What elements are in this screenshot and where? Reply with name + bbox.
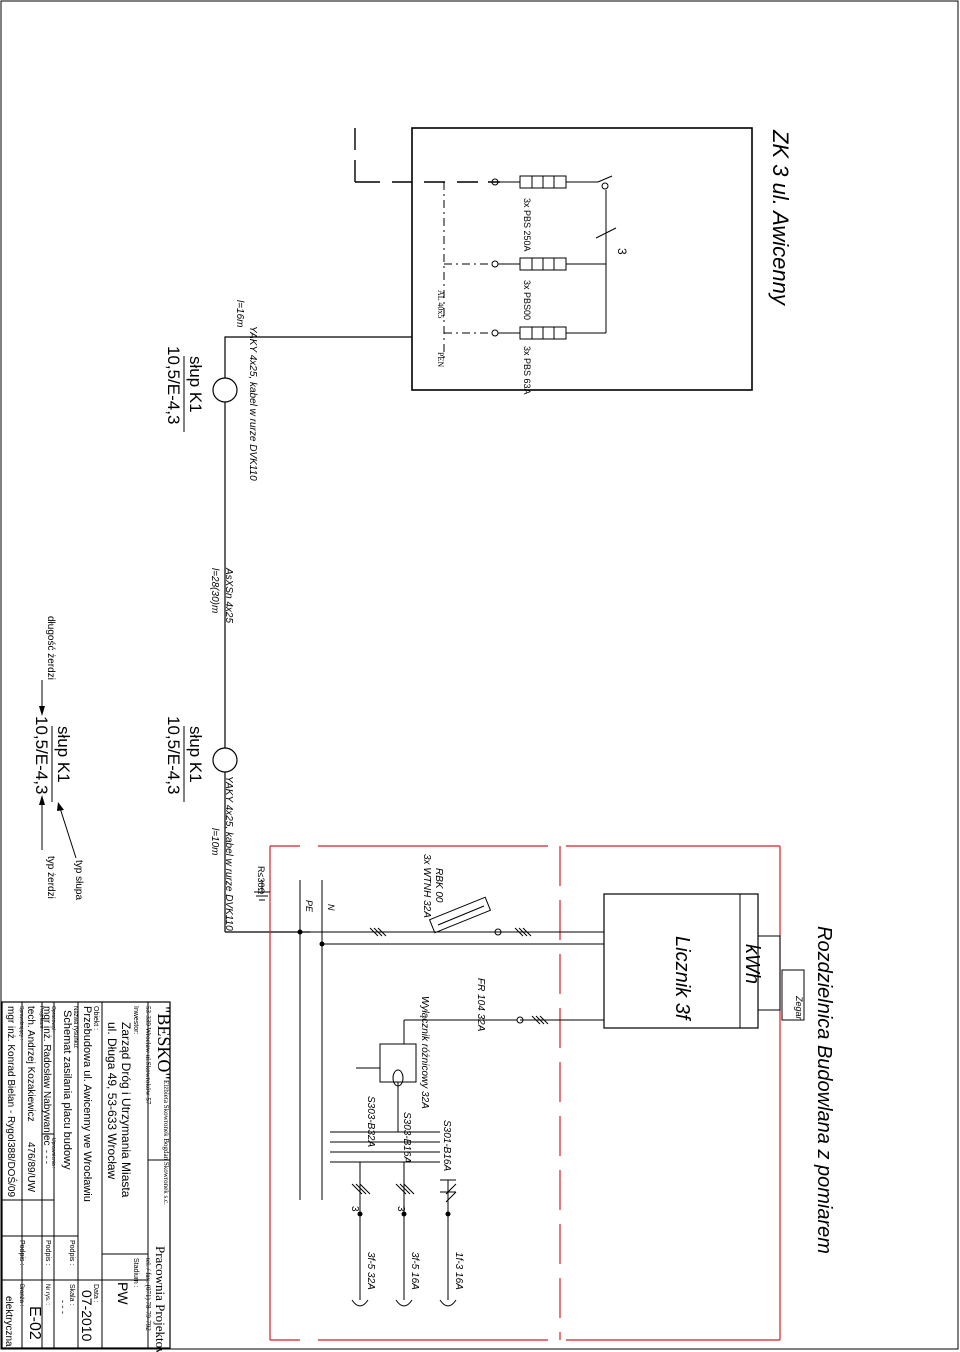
zk3-incoming-dashed [354, 128, 500, 183]
zk3-title: ZK 3 ul. Awicenny [768, 129, 793, 307]
tb-sign-label-2: Podpis : [44, 1240, 51, 1265]
tb-investor-2: ul. Długa 49, 53-633 Wrocław [105, 1022, 119, 1180]
tb-object-label: Obiekt : [92, 1006, 99, 1030]
tb-designer: mgr inż. Radosław Nabywaniec [41, 1006, 52, 1146]
cable-bot-length: l=10m [209, 828, 220, 856]
meter-box [603, 893, 759, 1029]
tb-investor-1: Zarząd Dróg i Utrzymania Miasta [119, 1022, 133, 1198]
tb-sign-label-1: Podpis : [68, 1240, 75, 1265]
meter-kwh: kWh [741, 944, 763, 984]
out3-label: 3f-5 32A [365, 1252, 376, 1290]
out1-label: 1f-3 16A [453, 1252, 464, 1290]
rbk-label-1: RBK 00 [433, 868, 444, 903]
legend-earth-type-caption: typ żerdzi [45, 856, 56, 899]
tb-stage-label: Stadium : [132, 1258, 139, 1288]
zk3-frame [411, 127, 753, 391]
n-label: N [326, 904, 336, 911]
tb-date: 07-2010 [79, 1290, 95, 1342]
out2-label: 3f-5 16A [409, 1252, 420, 1290]
clock-box [781, 969, 805, 1021]
tb-checked-label: Sprawdzający : [18, 1006, 24, 1040]
tb-stage: PW [115, 1282, 131, 1305]
board-title: Rozdzielnica Budowlana z pomiarem [813, 926, 835, 1254]
pole-1-name: słup K1 [186, 356, 205, 413]
fuse-250a-label: 3x PBS 250A [522, 198, 532, 252]
clock-label: Zegar [794, 995, 804, 1021]
cable-top-length: l=16m [234, 300, 245, 328]
bus-al-label: AL 40x5 [436, 290, 445, 318]
distribution-board: Rozdzielnica Budowlana z pomiarem kWh Li… [254, 845, 835, 1341]
earth-label: R≤30Ω [256, 866, 266, 894]
tb-designed-label: Opracował : [50, 1006, 56, 1033]
pole-1-symbol [212, 377, 238, 403]
cable-mid-length: l=28(30)m [209, 568, 220, 613]
tb-drawing: Schemat zasilania placu budowy [61, 1010, 73, 1170]
board-outline [269, 845, 781, 1341]
tb-scale: - - - [58, 1300, 68, 1314]
tb-num: E-02 [26, 1306, 43, 1340]
tb-date-label: Data : [92, 1284, 99, 1303]
cb1-label: S301-B16A [441, 1120, 452, 1171]
bus-pen-label: PEN [436, 352, 445, 367]
fuse-pbs00-label: 3x PBS00 [522, 280, 532, 320]
cb3-label: S303-B32A [365, 1096, 376, 1147]
tb-firm-sub: Elżbieta Skowronek Bogdan Skowronek s.c. [162, 1080, 170, 1205]
fuse-block-pbs00 [519, 257, 567, 271]
phase-count-label: 3 [615, 248, 629, 255]
tb-firm: "BESKO" [154, 1006, 174, 1080]
out3-phases: 3 [349, 1206, 360, 1212]
cb2-label: S303-B16A [401, 1112, 412, 1163]
pole-2-type: 10,5/E-4,3 [164, 716, 183, 794]
fuse-63a-label: 3x PBS 63A [522, 346, 532, 395]
tb-branch-label: Branża : [18, 1284, 24, 1307]
fuse-block-250a [519, 175, 567, 189]
meter-label: Licznik 3f [671, 936, 693, 1022]
legend-pole-type-caption: typ słupa [73, 860, 84, 900]
rbk-switch [428, 896, 492, 934]
tb-perm-label: Uprawnienia : [50, 1138, 56, 1169]
legend-pole-type: 10,5/E-4,3 [32, 716, 51, 794]
tb-investor-label: Inwestor: [132, 1006, 139, 1034]
tb-address: 53-339 Wrocław ul.Skowroków 57 [144, 1006, 152, 1105]
cable-top-name: YAKY 4x25, kabel w rurze DVK110 [247, 326, 258, 481]
fuse-block-63a [519, 326, 567, 340]
tb-perm-1: - - - [42, 1150, 52, 1164]
tb-phone: tel. / fax. (071) 78-79-792 [144, 1258, 152, 1331]
rcd-label: Wyłącznik różnicowy 32A [419, 996, 430, 1109]
legend-earth-length-caption: długość żerdzi [45, 616, 56, 680]
pole-2-name: słup K1 [186, 726, 205, 783]
out2-phases: 3 [395, 1206, 406, 1212]
tb-scale-label: Skala : [68, 1284, 75, 1305]
zk3-cabinet: ZK 3 ul. Awicenny 3x PBS 250A 3x PBS00 3… [354, 127, 793, 395]
tb-checker: mgr inż. Konrad Bielan - Rygol [5, 1006, 16, 1142]
tb-office: Pracownia Projektowa [153, 1246, 168, 1352]
tb-sign-label-3: Podpis : [18, 1240, 25, 1265]
pole-2-symbol [212, 747, 238, 773]
title-block: "BESKO" Elżbieta Skowronek Bogdan Skowro… [1, 1001, 174, 1352]
tb-branch: elektryczna [3, 1296, 14, 1347]
tb-perm-3: 388/DOŚ/09 [5, 1142, 18, 1197]
fr-label: FR 104 32A [475, 978, 486, 1032]
tb-drawing-label: Nazwa rysunku: [72, 1006, 78, 1049]
rbk-label-2: 3x WTNH 32A [421, 854, 432, 918]
tb-object: Przebudowa ul. Awicenny we Wrocławiu [81, 1006, 93, 1202]
rcd-box [379, 1043, 417, 1083]
tb-drafter: tech. Andrzej Kozakiewicz [25, 1006, 36, 1122]
legend-pole-name: słup K1 [54, 726, 73, 783]
tb-num-label: Nr rys. : [44, 1284, 50, 1305]
pole-labels: słup K1 10,5/E-4,3 słup K1 10,5/E-4,3 sł… [32, 346, 205, 900]
tb-drafted-label: Projektant : [38, 1006, 44, 1031]
cable-mid-name: AsXSn 4x25 [223, 567, 234, 623]
cable-bot-name: YAKY 4x25, kabel w rurze DVK110 [223, 776, 234, 931]
pe-label: PE [304, 900, 314, 913]
tb-perm-2: 476/89/UW [25, 1142, 36, 1193]
cable-route: YAKY 4x25, kabel w rurze DVK110 l=16m As… [209, 300, 412, 933]
pole-1-type: 10,5/E-4,3 [164, 346, 183, 424]
